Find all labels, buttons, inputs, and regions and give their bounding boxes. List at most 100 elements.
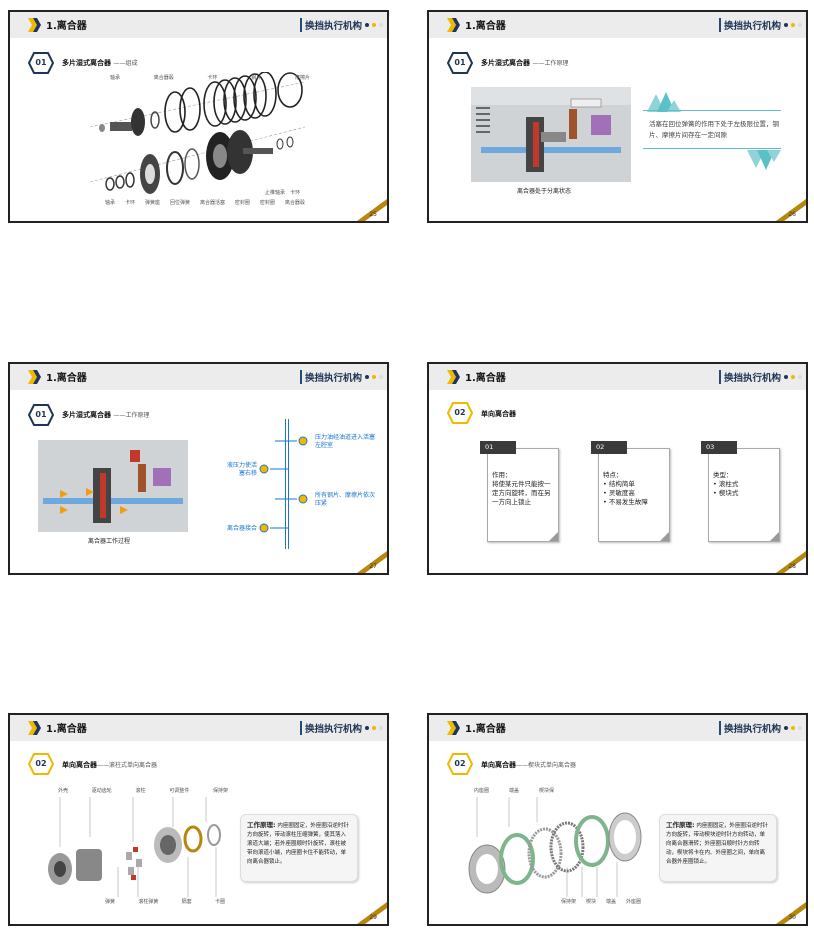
principle-title: 工作原理: (666, 821, 695, 829)
badge-number: 01 (454, 58, 466, 67)
chevron-icon (447, 18, 460, 32)
slide-header: 1.离合器 换挡执行机构 (10, 715, 387, 741)
card-features: 02 特点： • 结构简单 • 灵敏度高 • 不易发生故障 (591, 441, 670, 542)
principle-text: 内座圈固定，外座圈沿逆时针方向旋转，带动楔块逆时针方向转动，单向离合器滑转；外座… (666, 823, 768, 865)
header-title: 1.离合器 (46, 724, 87, 735)
card-text: 特点： • 结构简单 • 灵敏度高 • 不易发生故障 (603, 471, 648, 506)
roller-clutch-exploded-image (48, 797, 221, 897)
timeline-node-icon (275, 494, 308, 504)
badge-number: 02 (454, 408, 466, 417)
page-number: 26 (788, 211, 796, 218)
bottom-labels: 弹簧滚柱弹簧隔套卡圈 (105, 899, 225, 905)
header-title: 1.离合器 (46, 373, 87, 384)
slide-27[interactable]: 1.离合器 换挡执行机构 01 多片湿式离合器 ——工作原理 离合器工作过程 压… (8, 362, 389, 575)
badge-number: 02 (454, 759, 466, 768)
section-title: 单向离合器——楔块式单向离合器 (481, 761, 577, 769)
timeline-label: 压力油经油道进入活塞左腔室 (315, 434, 376, 449)
timeline-label: 离合器接合 (226, 525, 257, 532)
card-text: 作用： 将使某元件只能按一定方向旋转，而在另一方向上锁止 (492, 471, 551, 506)
slide-header: 1.离合器 换挡执行机构 (429, 364, 806, 390)
description-text: 活塞在回位弹簧的作用下处于左极限位置，钢片、摩擦片间存在一定间隙 (649, 120, 779, 139)
header-right: 换挡执行机构 (299, 16, 383, 34)
triangles-decoration-icon (647, 92, 681, 112)
page-number: 27 (369, 563, 377, 570)
header-right: 换挡执行机构 (718, 368, 802, 386)
hexagon-badge-icon (447, 753, 473, 775)
timeline-line (288, 419, 289, 549)
slide-30[interactable]: 1.离合器 换挡执行机构 02 单向离合器——楔块式单向离合器 内座圈端盖楔块保… (427, 713, 808, 926)
slide-header: 1.离合器 换挡执行机构 (429, 12, 806, 38)
chevron-icon (447, 721, 460, 735)
principle-box: 工作原理: 内座圈固定，外座圈沿逆时针方向旋转，带动楔块逆时针方向转动，单向离合… (659, 814, 777, 882)
hexagon-badge-icon (28, 404, 54, 426)
chevron-icon (28, 721, 41, 735)
section-title: 多片湿式离合器 ——组成 (62, 59, 138, 67)
slide-header: 1.离合器 换挡执行机构 (429, 715, 806, 741)
corner-decoration-icon (776, 551, 806, 573)
header-right: 换挡执行机构 (718, 719, 802, 737)
corner-decoration-icon (776, 902, 806, 924)
header-title: 1.离合器 (465, 373, 506, 384)
timeline-line (285, 419, 286, 549)
header-title: 1.离合器 (465, 724, 506, 735)
timeline-label: 所有钢片、摩擦片依次压紧 (315, 492, 376, 507)
clutch-working-image (38, 440, 188, 532)
principle-box: 工作原理: 内座圈固定，外座圈沿逆时针方向旋转，带动滚柱压缩弹簧，使其落入滚道大… (240, 814, 358, 882)
slide-header: 1.离合器 换挡执行机构 (10, 364, 387, 390)
hexagon-badge-icon (447, 402, 473, 424)
card-text: 类型： • 滚柱式 • 楔块式 (713, 471, 739, 497)
slide-28[interactable]: 1.离合器 换挡执行机构 02 单向离合器 01 作用： 将使某元件只能按一定方… (427, 362, 808, 575)
top-labels: 内座圈端盖楔块保 (474, 788, 554, 794)
triangles-decoration-icon (747, 150, 781, 170)
badge-number: 02 (35, 759, 47, 768)
header-title: 1.离合器 (465, 21, 506, 32)
corner-decoration-icon (357, 199, 387, 221)
card-function: 01 作用： 将使某元件只能按一定方向旋转，而在另一方向上锁止 (480, 441, 559, 542)
section-title: 单向离合器 (481, 410, 516, 418)
principle-text: 内座圈固定，外座圈沿逆时针方向旋转，带动滚柱压缩弹簧，使其落入滚道大端；若外座圈… (247, 823, 349, 865)
hexagon-badge-icon (447, 52, 473, 74)
page-number: 25 (369, 211, 377, 218)
corner-decoration-icon (776, 199, 806, 221)
page-number: 30 (788, 914, 796, 921)
timeline-node-icon (259, 464, 288, 474)
card-number: 01 (480, 441, 516, 454)
section-title: 单向离合器——滚柱式单向离合器 (62, 761, 158, 769)
timeline-label: 液压力使活塞右移 (226, 462, 257, 477)
slide-header: 1.离合器 换挡执行机构 (10, 12, 387, 38)
hexagon-badge-icon (28, 52, 54, 74)
image-caption: 离合器工作过程 (88, 538, 131, 545)
divider (643, 110, 781, 111)
section-title: 多片湿式离合器 ——工作原理 (481, 59, 569, 67)
clutch-cutaway-image (471, 87, 631, 182)
bottom-labels: 保持架楔块端盖外座圈 (561, 899, 641, 905)
clutch-exploded-diagram (89, 72, 306, 194)
top-labels: 外壳驱动齿轮滚柱可调整件保持架 (58, 788, 228, 794)
timeline-node-icon (259, 523, 288, 533)
header-right: 换挡执行机构 (299, 719, 383, 737)
section-title: 多片湿式离合器 ——工作原理 (62, 411, 150, 419)
slide-25[interactable]: 1.离合器 换挡执行机构 01 多片湿式离合器 ——组成 轴承离合器毂卡环钢片摩… (8, 10, 389, 223)
corner-decoration-icon (357, 551, 387, 573)
principle-title: 工作原理: (247, 821, 276, 829)
chevron-icon (28, 370, 41, 384)
badge-number: 01 (35, 58, 47, 67)
header-right: 换挡执行机构 (718, 16, 802, 34)
badge-number: 01 (35, 410, 47, 419)
slide-29[interactable]: 1.离合器 换挡执行机构 02 单向离合器——滚柱式单向离合器 外壳驱动齿轮滚柱… (8, 713, 389, 926)
card-number: 03 (701, 441, 737, 454)
divider (643, 148, 781, 149)
image-caption: 离合器处于分离状态 (517, 188, 572, 195)
chevron-icon (28, 18, 41, 32)
header-title: 1.离合器 (46, 21, 87, 32)
sprag-clutch-exploded-image (468, 797, 642, 897)
page-number: 28 (788, 563, 796, 570)
timeline-node-icon (275, 436, 308, 446)
page-number: 29 (369, 914, 377, 921)
card-number: 02 (591, 441, 627, 454)
header-right: 换挡执行机构 (299, 368, 383, 386)
chevron-icon (447, 370, 460, 384)
corner-decoration-icon (357, 902, 387, 924)
slide-26[interactable]: 1.离合器 换挡执行机构 01 多片湿式离合器 ——工作原理 离合器处于分离状态… (427, 10, 808, 223)
bottom-labels: 轴承卡环弹簧座回位弹簧离合器活塞密封圈密封圈离合器毂 (105, 200, 305, 206)
